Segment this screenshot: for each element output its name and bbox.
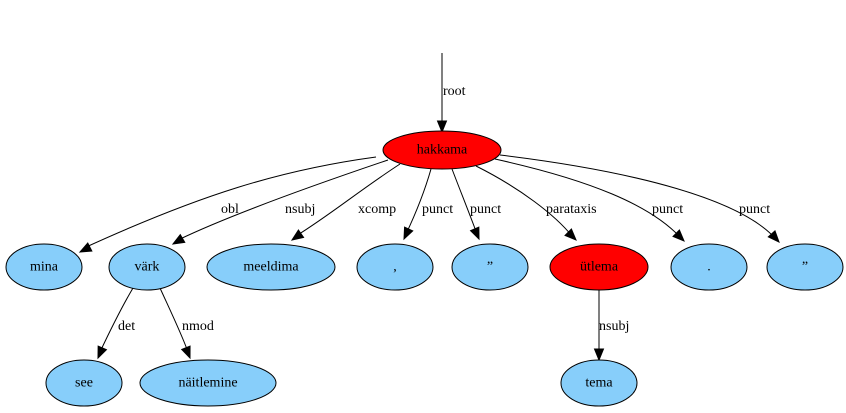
edge-label: nsubj xyxy=(599,319,629,334)
node-comma: , xyxy=(356,243,434,291)
node-utlema: ütlema xyxy=(549,243,649,291)
node-label: . xyxy=(707,260,711,275)
node-meeldima: meeldima xyxy=(206,243,336,291)
edge-arrowhead xyxy=(403,226,414,241)
edge-arrowhead xyxy=(767,229,780,243)
edge-arrowhead xyxy=(593,348,605,362)
node-label: ” xyxy=(802,260,808,275)
edge-line xyxy=(83,156,377,249)
node-period: . xyxy=(670,243,748,291)
edge-arrowhead xyxy=(672,229,685,242)
edges-layer: obl nsubj xcomp punct punct parataxis punct pun… xyxy=(78,154,780,362)
edge-hakkama-utlema: parataxis xyxy=(475,165,597,241)
node-ellipse xyxy=(356,243,434,291)
edge-vark-naitlemine: nmod xyxy=(159,287,214,360)
edge-utlema-tema: nsubj xyxy=(593,290,629,362)
edge-line xyxy=(295,163,401,237)
node-label: mina xyxy=(30,260,59,275)
node-ellipse xyxy=(5,243,83,291)
edge-hakkama-vark: nsubj xyxy=(171,159,389,245)
edge-label: punct xyxy=(470,202,501,217)
edge-arrowhead xyxy=(171,233,186,245)
node-label: meeldima xyxy=(243,260,299,275)
node-label: ütlema xyxy=(580,260,619,275)
edge-line xyxy=(99,287,134,353)
edge-vark-see: det xyxy=(97,287,135,360)
root-edge-label: root xyxy=(443,84,466,99)
edge-hakkama-mina: obl xyxy=(78,156,377,253)
node-ellipse xyxy=(139,359,277,407)
nodes-layer: hakkama mina värk meeldima, ” ütlema. ” see näit… xyxy=(5,130,844,407)
edge-line xyxy=(159,287,189,353)
edge-hakkama-period: punct xyxy=(494,158,685,242)
node-label: ” xyxy=(487,260,493,275)
node-quote1: ” xyxy=(451,243,529,291)
edge-arrowhead xyxy=(97,345,108,360)
edge-hakkama-meeldima: xcomp xyxy=(290,163,401,241)
node-label: tema xyxy=(585,376,613,391)
edge-arrowhead xyxy=(78,242,93,253)
node-ellipse xyxy=(382,130,502,170)
edge-line xyxy=(494,158,681,238)
edge-hakkama-quote2: punct xyxy=(499,154,780,243)
edge-line xyxy=(177,159,389,241)
edge-hakkama-quote1: punct xyxy=(451,168,501,241)
node-label: näitlemine xyxy=(178,376,237,391)
edge-label: punct xyxy=(739,202,770,217)
node-label: hakkama xyxy=(417,143,468,158)
node-ellipse xyxy=(560,359,638,407)
edge-label: parataxis xyxy=(546,202,597,217)
node-tema: tema xyxy=(560,359,638,407)
node-ellipse xyxy=(451,243,529,291)
node-quote2: ” xyxy=(766,243,844,291)
edge-label: nmod xyxy=(182,319,214,334)
edge-hakkama-comma: punct xyxy=(403,168,453,241)
node-ellipse xyxy=(45,359,123,407)
edge-arrowhead xyxy=(469,226,480,241)
node-label: , xyxy=(393,260,397,275)
node-hakkama: hakkama xyxy=(382,130,502,170)
node-label: värk xyxy=(135,260,160,275)
edge-arrowhead xyxy=(564,228,577,241)
node-vark: värk xyxy=(108,243,186,291)
node-ellipse xyxy=(766,243,844,291)
edge-label: punct xyxy=(652,202,683,217)
edge-arrowhead xyxy=(290,229,305,241)
edge-line xyxy=(499,154,776,239)
node-ellipse xyxy=(108,243,186,291)
root-edge-arrowhead xyxy=(436,120,448,134)
node-see: see xyxy=(45,359,123,407)
edge-arrowhead xyxy=(180,345,191,360)
node-label: see xyxy=(75,376,93,391)
edge-label: punct xyxy=(422,202,453,217)
edge-label: det xyxy=(118,319,135,334)
node-ellipse xyxy=(670,243,748,291)
node-ellipse xyxy=(206,243,336,291)
root-edge: root xyxy=(436,53,466,134)
node-ellipse xyxy=(549,243,649,291)
edge-label: obl xyxy=(221,202,239,217)
edge-label: xcomp xyxy=(358,202,396,217)
node-naitlemine: näitlemine xyxy=(139,359,277,407)
edge-label: nsubj xyxy=(285,202,315,217)
edge-line xyxy=(475,165,573,237)
node-mina: mina xyxy=(5,243,83,291)
